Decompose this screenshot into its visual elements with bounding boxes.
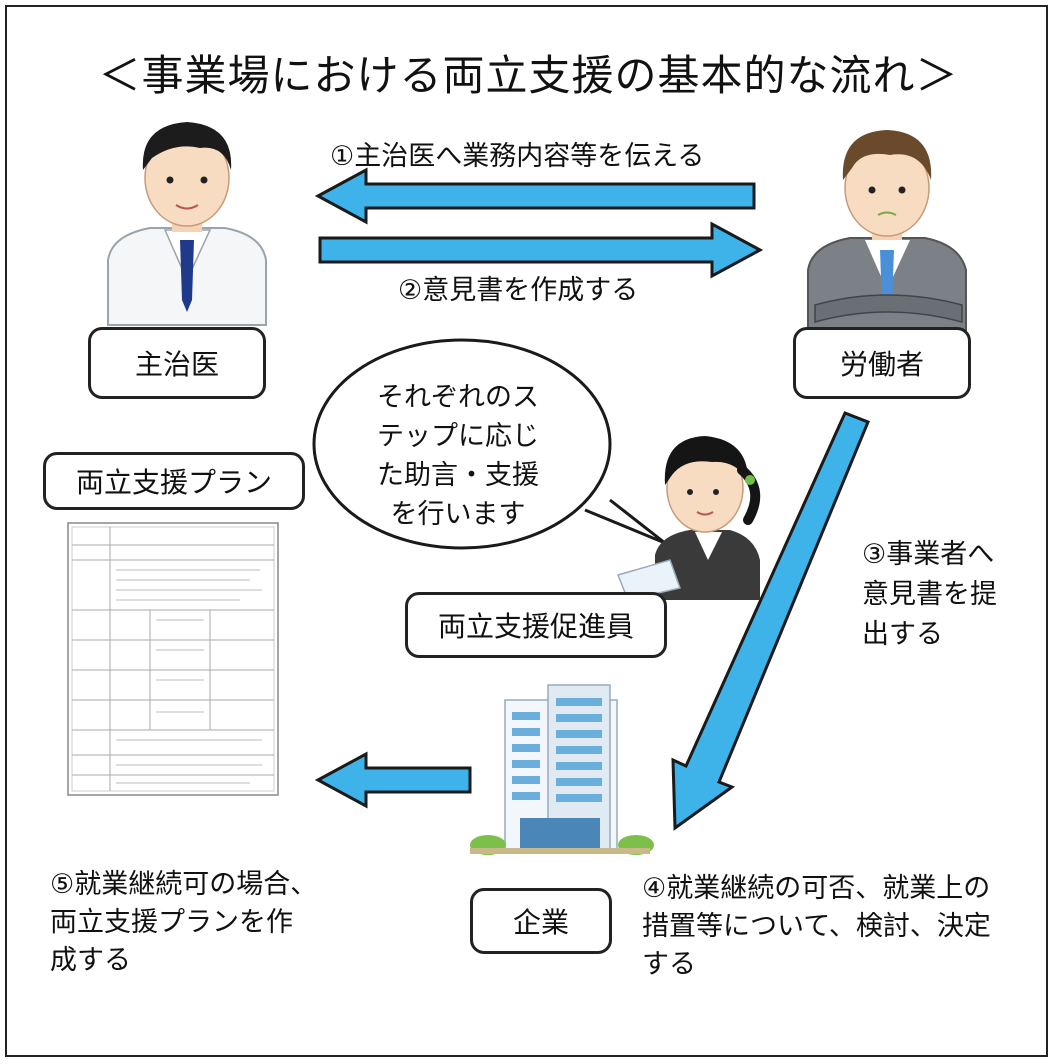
step3-line: ③事業者へ bbox=[862, 539, 995, 570]
step4-line: 措置等について、検討、決定 bbox=[642, 911, 991, 942]
step3-text: ③事業者へ 意見書を提 出する bbox=[862, 535, 997, 655]
diagram-title: ＜事業場における両立支援の基本的な流れ＞ bbox=[98, 51, 959, 100]
step5-line: 両立支援プランを作 bbox=[50, 907, 293, 938]
doctor-label: 主治医 bbox=[88, 327, 266, 399]
worker-label: 労働者 bbox=[793, 327, 971, 399]
step4-text: ④就業継続の可否、就業上の 措置等について、検討、決定 する bbox=[642, 870, 991, 984]
doctor-illustration bbox=[107, 122, 267, 326]
diagram-frame bbox=[5, 5, 1048, 1057]
step4-line: する bbox=[642, 949, 696, 980]
bubble-text: それぞれのス テップに応じ た助言・支援 を行います bbox=[338, 378, 578, 534]
promoter-illustration bbox=[616, 436, 761, 601]
bubble-line: た助言・支援 bbox=[377, 460, 539, 491]
bubble-line: それぞれのス bbox=[377, 382, 539, 413]
company-label: 企業 bbox=[470, 888, 612, 954]
plan-label: 両立支援プラン bbox=[43, 452, 305, 510]
step5-line: ⑤就業継続可の場合、 bbox=[50, 869, 318, 900]
step5-text: ⑤就業継続可の場合、 両立支援プランを作 成する bbox=[50, 866, 317, 980]
plan-document-image bbox=[67, 522, 279, 796]
bubble-line: を行います bbox=[390, 499, 526, 530]
step3-line: 意見書を提 bbox=[862, 579, 997, 610]
company-building-image bbox=[470, 684, 654, 855]
arrow-step5 bbox=[314, 751, 472, 809]
step5-line: 成する bbox=[50, 945, 131, 976]
arrow-step2 bbox=[318, 221, 764, 279]
worker-illustration bbox=[807, 130, 967, 331]
bubble-line: テップに応じ bbox=[377, 421, 539, 452]
promoter-label: 両立支援促進員 bbox=[405, 592, 667, 658]
arrow-step1 bbox=[314, 167, 756, 225]
step3-line: 出する bbox=[862, 619, 943, 650]
step1-text: ①主治医へ業務内容等を伝える bbox=[330, 141, 705, 172]
step2-text: ②意見書を作成する bbox=[398, 275, 639, 306]
arrow-step3 bbox=[671, 411, 870, 831]
step4-line: ④就業継続の可否、就業上の bbox=[642, 873, 991, 904]
